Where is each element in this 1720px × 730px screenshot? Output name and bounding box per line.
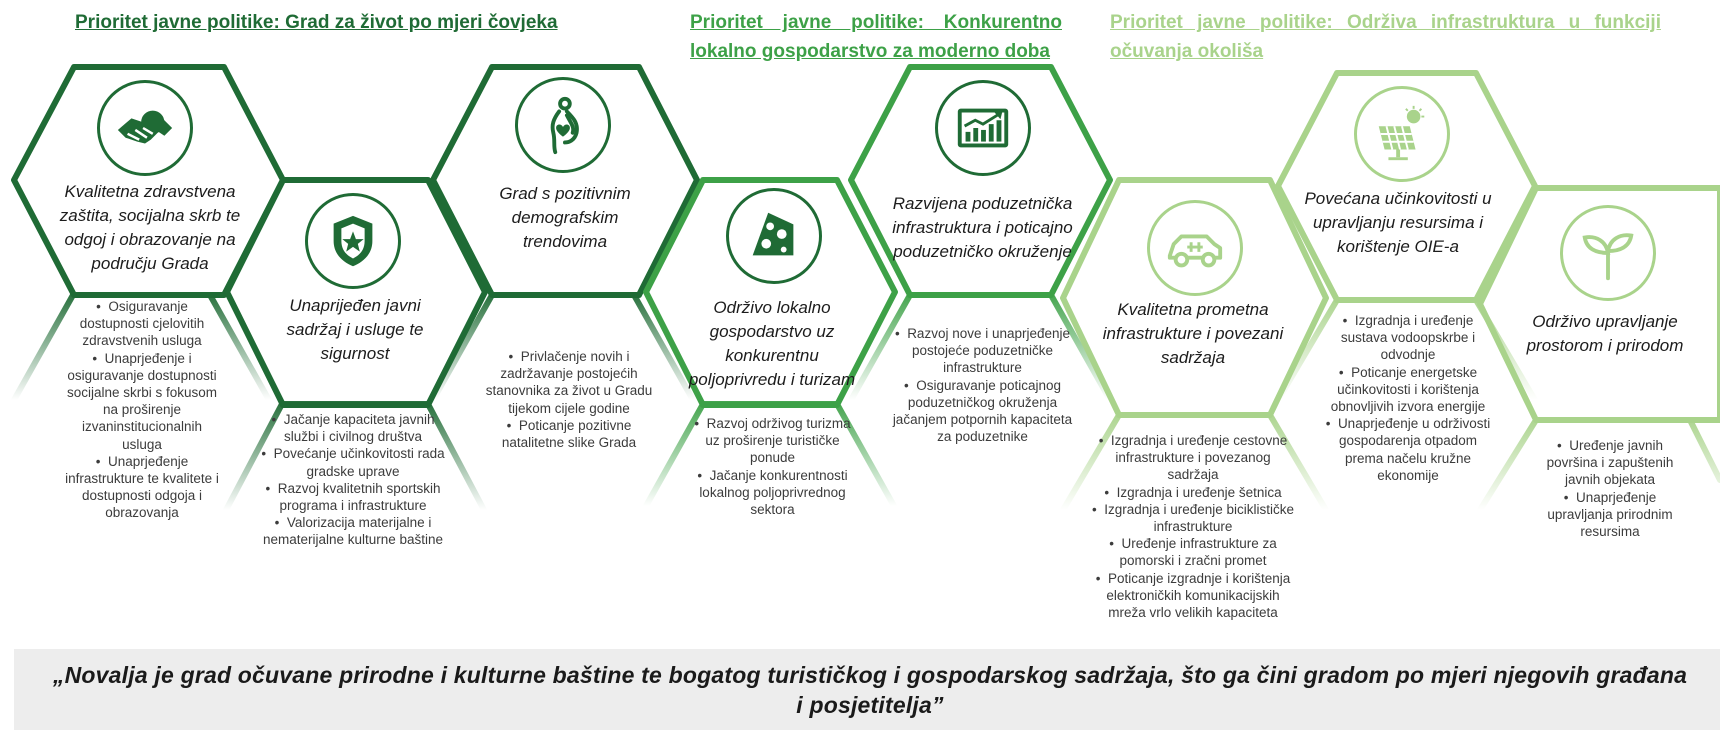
goal-bullets-4: Razvoj održivog turizma uz proširenje tu… bbox=[690, 415, 855, 518]
bullet-item: Unaprjeđenje upravljanja prirodnim resur… bbox=[1535, 489, 1685, 541]
bullet-item: Unaprjeđenje u održivosti gospodarenja o… bbox=[1318, 415, 1498, 484]
goal-bullets-8: Uređenje javnih površina i zapuštenih ja… bbox=[1535, 437, 1685, 540]
bullet-item: Poticanje izgradnje i korištenja elektro… bbox=[1088, 570, 1298, 622]
goal-bullets-1: Osiguravanje dostupnosti cjelovitih zdra… bbox=[62, 298, 222, 522]
goal-bullets-2: Jačanje kapaciteta javnih službi i civil… bbox=[258, 411, 448, 549]
bullet-item: Izgradnja i uređenje cestovne infrastruk… bbox=[1088, 432, 1298, 484]
goal-bullets-7: Izgradnja i uređenje sustava vodoopskrbe… bbox=[1318, 312, 1498, 484]
priority-header-2: Prioritet javne politike: Konkurentno lo… bbox=[690, 12, 1062, 62]
vision-statement: „Novalja je grad očuvane prirodne i kult… bbox=[52, 662, 1688, 718]
bullet-item: Izgradnja i uređenje šetnica bbox=[1088, 484, 1298, 501]
bullet-item: Razvoj nove i unaprjeđenje postojeće pod… bbox=[885, 325, 1080, 377]
goal-title-4: Održivo lokalno gospodarstvo uz konkuren… bbox=[688, 298, 856, 389]
bullet-item: Valorizacija materijalne i nematerijalne… bbox=[258, 514, 448, 548]
hex-outline-4 bbox=[643, 177, 898, 408]
hex-outline-7 bbox=[1275, 70, 1538, 303]
goal-bullets-3: Privlačenje novih i zadržavanje postojeć… bbox=[484, 348, 654, 451]
bullet-item: Izgradnja i uređenje biciklističke infra… bbox=[1088, 501, 1298, 535]
bullet-item: Razvoj kvalitetnih sportskih programa i … bbox=[258, 480, 448, 514]
hex-outline-2 bbox=[224, 177, 488, 408]
growth-chart-icon bbox=[935, 80, 1031, 176]
goal-title-1: Kvalitetna zdravstvena zaštita, socijaln… bbox=[59, 182, 241, 273]
hex-outline-5 bbox=[848, 64, 1113, 298]
bullet-item: Jačanje konkurentnosti lokalnog poljopri… bbox=[690, 467, 855, 519]
goal-bullets-5: Razvoj nove i unaprjeđenje postojeće pod… bbox=[885, 325, 1080, 445]
bullet-item: Osiguravanje poticajnog poduzetničkog ok… bbox=[885, 377, 1080, 446]
goal-title-5: Razvijena poduzetnička infrastruktura i … bbox=[892, 194, 1073, 261]
sprout-icon bbox=[1560, 205, 1656, 301]
cheese-icon bbox=[726, 188, 822, 284]
bullet-item: Uređenje javnih površina i zapuštenih ja… bbox=[1535, 437, 1685, 489]
electric-car-icon bbox=[1147, 200, 1243, 296]
solar-panel-icon bbox=[1354, 86, 1450, 182]
hex-outline-1 bbox=[11, 64, 286, 298]
goal-title-6: Kvalitetna prometna infrastrukture i pov… bbox=[1102, 300, 1284, 367]
bullet-item: Izgradnja i uređenje sustava vodoopskrbe… bbox=[1318, 312, 1498, 364]
bullet-item: Unaprjeđenje infrastrukture te kvalitete… bbox=[62, 453, 222, 522]
handshake-icon bbox=[97, 80, 193, 176]
bullet-item: Osiguravanje dostupnosti cjelovitih zdra… bbox=[62, 298, 222, 350]
bullet-item: Razvoj održivog turizma uz proširenje tu… bbox=[690, 415, 855, 467]
bullet-item: Povećanje učinkovitosti rada gradske upr… bbox=[258, 445, 448, 479]
goal-title-2: Unaprijeđen javni sadržaj i usluge te si… bbox=[286, 296, 424, 363]
hex-outline-8 bbox=[1477, 185, 1720, 423]
goal-title-8: Održivo upravljanje prostorom i prirodom bbox=[1526, 312, 1684, 355]
bullet-item: Jačanje kapaciteta javnih službi i civil… bbox=[258, 411, 448, 445]
hex-outline-6 bbox=[1060, 177, 1329, 418]
bullet-item: Privlačenje novih i zadržavanje postojeć… bbox=[484, 348, 654, 417]
bullet-item: Uređenje infrastrukture za pomorski i zr… bbox=[1088, 535, 1298, 569]
goal-bullets-6: Izgradnja i uređenje cestovne infrastruk… bbox=[1088, 432, 1298, 621]
goal-title-3: Grad s pozitivnim demografskim trendovim… bbox=[499, 184, 631, 251]
vision-banner bbox=[14, 649, 1720, 730]
priority-header-3: Prioritet javne politike: Održiva infras… bbox=[1110, 12, 1661, 62]
bullet-item: Poticanje energetske učinkovitosti i kor… bbox=[1318, 364, 1498, 416]
bullet-item: Poticanje pozitivne natalitetne slike Gr… bbox=[484, 417, 654, 451]
bullet-item: Unaprjeđenje i osiguravanje dostupnosti … bbox=[62, 350, 222, 453]
shield-star-icon bbox=[305, 193, 401, 289]
pregnant-heart-icon bbox=[515, 77, 611, 173]
hex-outline-3 bbox=[430, 64, 700, 298]
priority-header-1: Prioritet javne politike: Grad za život … bbox=[75, 12, 558, 33]
goal-title-7: Povećana učinkovitosti u upravljanju res… bbox=[1304, 189, 1492, 256]
